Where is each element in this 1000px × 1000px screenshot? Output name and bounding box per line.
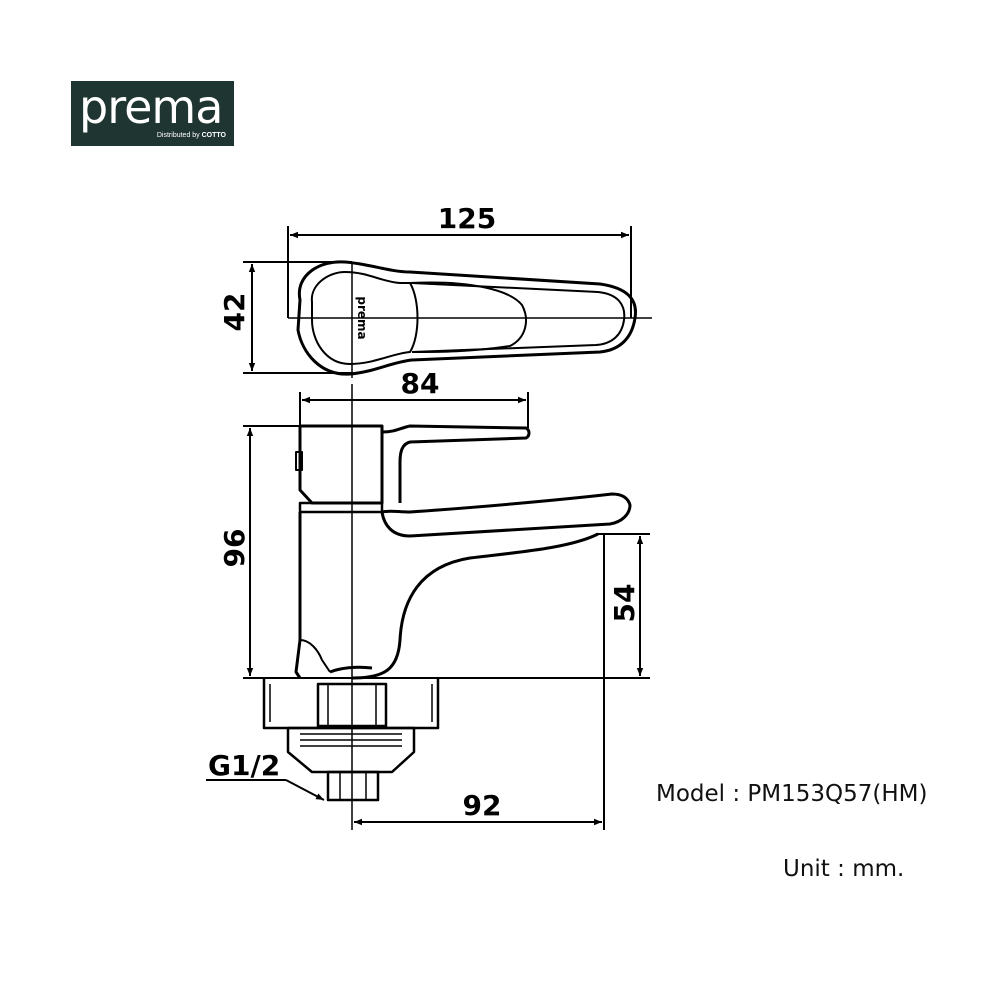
dim-label-42: 42 (218, 293, 251, 332)
dim-label-54: 54 (608, 584, 641, 623)
handle-engraved-text: prema (355, 296, 369, 339)
logo-distributed-text: Distributed by COTTO (157, 132, 226, 140)
logo-distributed-prefix: Distributed by (156, 132, 200, 139)
model-label: Model : PM153Q57(HM) (656, 781, 928, 807)
top-view (243, 226, 652, 378)
dim-label-96: 96 (218, 529, 251, 568)
dim-label-125: 125 (438, 202, 496, 235)
thread-leader-arrow (285, 779, 325, 801)
thread-label: G1/2 (208, 749, 280, 782)
prema-logo: prema Distributed by COTTO (71, 81, 234, 146)
logo-distributed-brand: COTTO (201, 132, 226, 139)
dim-label-84: 84 (401, 367, 440, 400)
side-view (243, 384, 650, 830)
unit-label: Unit : mm. (783, 856, 905, 882)
logo-brand-text: prema (79, 80, 223, 134)
dim-label-92: 92 (463, 789, 502, 822)
